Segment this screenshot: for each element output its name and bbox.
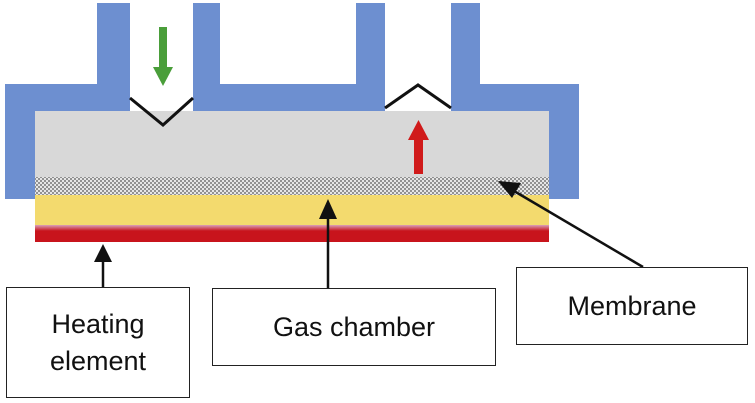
inlet-valve xyxy=(129,96,195,127)
membrane-layer xyxy=(35,177,549,195)
heating-layer xyxy=(35,225,549,242)
label-box-membrane: Membrane xyxy=(516,267,748,345)
pointer-gas-chamber xyxy=(319,199,337,288)
inflow-arrow xyxy=(153,27,173,86)
housing-side-right xyxy=(549,84,579,199)
chamber-body xyxy=(35,111,549,177)
gas-layer xyxy=(35,195,549,225)
pointer-membrane xyxy=(498,181,644,269)
housing-side-left xyxy=(5,84,35,199)
label-gas-chamber: Gas chamber xyxy=(272,311,436,342)
label-box-gas-chamber: Gas chamber xyxy=(212,288,496,366)
outlet-valve xyxy=(384,83,452,110)
label-box-heating-element: Heating element xyxy=(6,287,190,398)
label-heating-element: Heating element xyxy=(49,309,147,376)
housing-top-middle xyxy=(193,84,385,111)
label-membrane: Membrane xyxy=(567,290,697,321)
outflow-arrow xyxy=(408,120,429,174)
housing xyxy=(5,3,579,199)
pointer-heating xyxy=(94,244,112,287)
